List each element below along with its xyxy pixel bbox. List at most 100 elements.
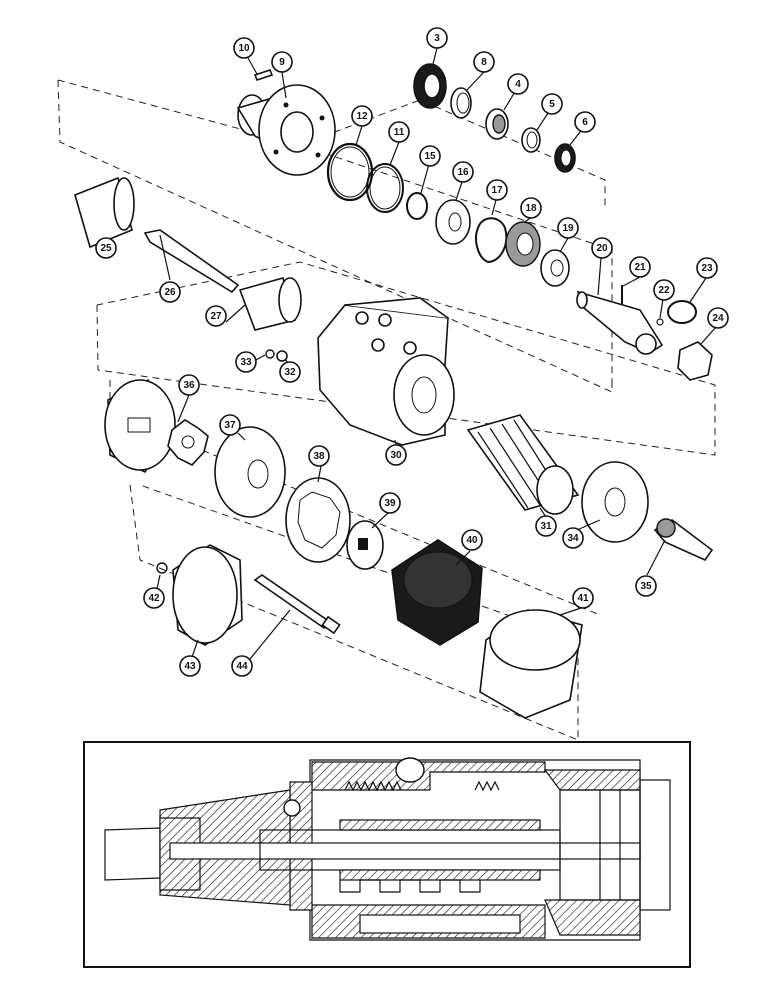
part-3-seal bbox=[413, 63, 447, 109]
part-32-plug bbox=[276, 350, 288, 362]
callout-number: 3 bbox=[434, 33, 440, 44]
callout-42: 42 bbox=[143, 587, 165, 609]
part-33-oring bbox=[265, 349, 275, 359]
part-8-ring bbox=[450, 87, 472, 119]
callout-22: 22 bbox=[653, 279, 675, 301]
callout-number: 11 bbox=[394, 127, 405, 138]
part-15-ring bbox=[406, 192, 428, 220]
part-18-bearing bbox=[505, 221, 541, 267]
callout-number: 22 bbox=[658, 285, 670, 296]
section-spring-right bbox=[474, 780, 500, 792]
part-9-cover bbox=[236, 84, 336, 176]
callout-32: 32 bbox=[279, 361, 301, 383]
callout-number: 38 bbox=[313, 451, 325, 462]
part-34-plate bbox=[581, 461, 649, 543]
part-41-sleeve bbox=[479, 609, 583, 719]
callout-15: 15 bbox=[419, 145, 441, 167]
part-12-ring bbox=[326, 142, 374, 202]
callout-19: 19 bbox=[557, 217, 579, 239]
callout-number: 5 bbox=[549, 99, 555, 110]
callout-44: 44 bbox=[231, 655, 253, 677]
callout-number: 6 bbox=[582, 117, 588, 128]
callout-17: 17 bbox=[486, 179, 508, 201]
callout-number: 18 bbox=[525, 203, 537, 214]
callout-30: 30 bbox=[385, 444, 407, 466]
callout-23: 23 bbox=[696, 257, 718, 279]
callout-number: 40 bbox=[466, 535, 478, 546]
part-26-rod bbox=[143, 229, 240, 294]
callout-number: 17 bbox=[491, 185, 503, 196]
section-spring-left bbox=[344, 780, 402, 792]
part-16-washer bbox=[435, 199, 471, 245]
callout-6: 6 bbox=[574, 111, 596, 133]
callout-number: 12 bbox=[356, 111, 368, 122]
callout-number: 25 bbox=[100, 243, 112, 254]
callout-41: 41 bbox=[572, 587, 594, 609]
callout-8: 8 bbox=[473, 51, 495, 73]
callout-number: 33 bbox=[240, 357, 252, 368]
part-44-bolt bbox=[253, 574, 341, 635]
part-30-housing bbox=[317, 297, 455, 446]
callout-number: 19 bbox=[562, 223, 574, 234]
part-6-seal bbox=[554, 143, 576, 173]
part-11-ring bbox=[366, 163, 404, 213]
callout-26: 26 bbox=[159, 281, 181, 303]
part-27-bushing bbox=[238, 277, 302, 331]
callout-number: 43 bbox=[184, 661, 196, 672]
callout-number: 37 bbox=[224, 420, 236, 431]
callout-number: 27 bbox=[210, 311, 222, 322]
callout-number: 16 bbox=[457, 167, 469, 178]
callout-number: 34 bbox=[567, 533, 579, 544]
callout-31: 31 bbox=[535, 515, 557, 537]
section-end-plate bbox=[639, 779, 671, 911]
callout-27: 27 bbox=[205, 305, 227, 327]
callout-36: 36 bbox=[178, 374, 200, 396]
callout-number: 20 bbox=[596, 243, 608, 254]
callout-20: 20 bbox=[591, 237, 613, 259]
callout-9: 9 bbox=[271, 51, 293, 73]
section-check-ball bbox=[395, 757, 425, 783]
callout-number: 36 bbox=[183, 380, 195, 391]
callout-number: 8 bbox=[481, 57, 487, 68]
callout-number: 15 bbox=[424, 151, 436, 162]
part-37-plate bbox=[214, 426, 286, 518]
callout-number: 21 bbox=[634, 262, 646, 273]
callout-16: 16 bbox=[452, 161, 474, 183]
part-10-pin bbox=[253, 69, 274, 81]
callout-number: 10 bbox=[238, 43, 250, 54]
callout-25: 25 bbox=[95, 237, 117, 259]
callout-33: 33 bbox=[235, 351, 257, 373]
part-19-washer bbox=[540, 249, 570, 287]
cross-section-inset bbox=[83, 741, 691, 968]
part-20-shaft bbox=[576, 290, 664, 355]
callout-number: 30 bbox=[390, 450, 402, 461]
part-25-sleeve bbox=[74, 176, 135, 249]
part-4-bushing bbox=[485, 108, 509, 140]
callout-number: 26 bbox=[164, 287, 176, 298]
callout-40: 40 bbox=[461, 529, 483, 551]
callout-number: 23 bbox=[701, 263, 713, 274]
part-36-rotor bbox=[167, 419, 209, 466]
callout-39: 39 bbox=[379, 492, 401, 514]
callout-4: 4 bbox=[507, 73, 529, 95]
callout-5: 5 bbox=[541, 93, 563, 115]
callout-38: 38 bbox=[308, 445, 330, 467]
part-31-spool bbox=[466, 414, 580, 515]
part-35-drive bbox=[653, 518, 714, 562]
callout-12: 12 bbox=[351, 105, 373, 127]
part-22-ball bbox=[656, 318, 664, 326]
callout-21: 21 bbox=[629, 256, 651, 278]
callout-number: 24 bbox=[712, 313, 724, 324]
callout-10: 10 bbox=[233, 37, 255, 59]
callout-number: 31 bbox=[540, 521, 552, 532]
callout-number: 42 bbox=[148, 593, 160, 604]
callout-number: 44 bbox=[236, 661, 248, 672]
callout-34: 34 bbox=[562, 527, 584, 549]
section-drive-shaft bbox=[169, 842, 641, 860]
callout-3: 3 bbox=[426, 27, 448, 49]
callout-11: 11 bbox=[388, 121, 410, 143]
outline-middle-group bbox=[96, 261, 716, 456]
callout-number: 32 bbox=[284, 367, 296, 378]
part-42-washer bbox=[156, 562, 168, 574]
